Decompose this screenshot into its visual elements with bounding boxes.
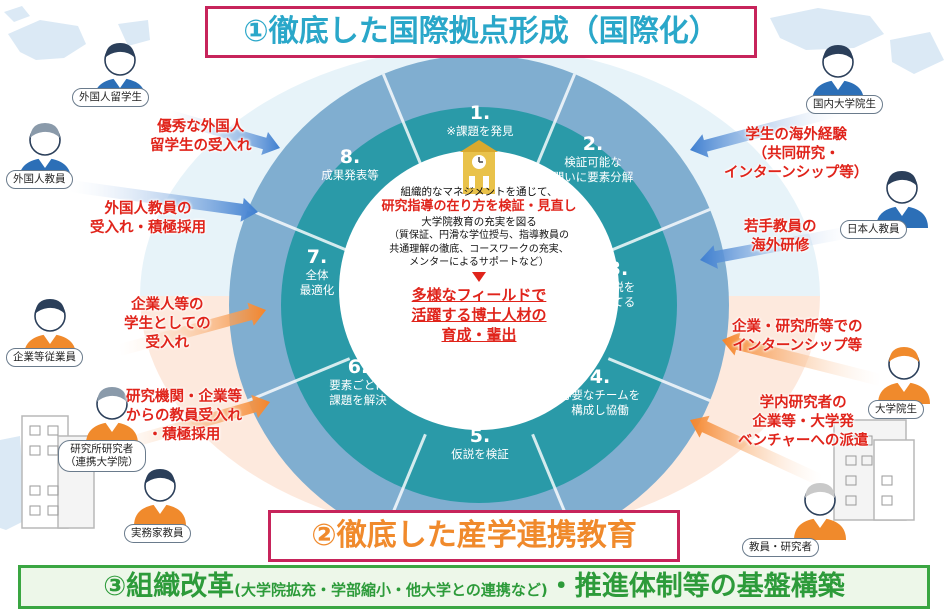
step-5: 5.仮説を検証 [451, 425, 509, 461]
center-line-3: 大学院教育の充実を図る [421, 216, 537, 228]
arrow-japanese-faculty-out [700, 226, 852, 269]
label-faculty-researcher: 教員・研究者 [742, 538, 819, 557]
arrow-foreign-student-in [168, 110, 280, 156]
world-map-decoration [0, 6, 944, 530]
label-institute-researcher: 研究所研究者 （連携大学院） [58, 440, 146, 472]
practitioner-icon [134, 469, 186, 526]
building-right-icon [833, 419, 915, 521]
wheel-divider [247, 207, 351, 253]
label-japanese-faculty: 日本人教員 [840, 220, 907, 239]
faculty-icon [794, 483, 846, 540]
label-domestic-grad: 国内大学院生 [806, 95, 883, 114]
arrow-grad-student-out [722, 332, 882, 386]
flow-arrows [69, 104, 882, 486]
center-line-4: （質保証、円滑な学位授与、指導教員の 共通理解の徹底、コースワークの充実、 メン… [389, 230, 569, 268]
step-3: 3.仮説を 立てる [600, 258, 636, 309]
center-core [339, 150, 619, 430]
annotation-internship: 企業・研究所等での インターンシップ等 [732, 319, 863, 354]
bar-main: ③組織改革 [103, 571, 235, 602]
center-line-2: 研究指導の在り方を検証・見直し [381, 199, 577, 214]
wheel-divider [607, 207, 711, 253]
annotation-dispatch: 学内研究者の 企業等・大学発 ベンチャーへの派遣 [738, 395, 869, 449]
step-1: 1.※課題を発見 [446, 102, 514, 138]
label-foreign-faculty: 外国人教員 [6, 170, 73, 189]
center-result: 多様なフィールドで 活躍する博士人材の 育成・輩出 [411, 285, 547, 344]
university-tower-icon [460, 140, 498, 194]
label-company-employee: 企業等従業員 [6, 348, 83, 367]
wheel-divider [607, 357, 711, 403]
step-6: 6.要素ごとに 課題を解決 [329, 356, 387, 407]
arrow-company-staff-in [118, 302, 267, 356]
annotation-overseas-experience: 学生の海外経験 （共同研究・ インターンシップ等） [724, 127, 869, 181]
title-internationalization: ①徹底した国際拠点形成（国際化） [205, 6, 757, 58]
center-text: 組織的なマネジメントを通じて、 研究指導の在り方を検証・見直し 大学院教育の充実… [354, 185, 604, 345]
annotation-foreign-faculty: 外国人教員の 受入れ・積極採用 [90, 201, 206, 236]
label-grad-student: 大学院生 [868, 400, 924, 419]
annotation-research-institute: 研究機関・企業等 からの教員受入れ ・積極採用 [126, 389, 242, 443]
annotation-company-staff: 企業人等の 学生としての 受入れ [124, 297, 211, 351]
building-left-icon [21, 415, 95, 529]
female-student-icon [812, 45, 864, 102]
step-4: 4.必要なチームを 構成し協働 [559, 366, 641, 417]
bottom-bar-organizational-reform: ③組織改革(大学院拡充・学部縮小・他大学との連携など)・推進体制等の基盤構築 [18, 565, 930, 609]
label-practitioner-faculty: 実務家教員 [124, 524, 191, 543]
center-line-1: 組織的なマネジメントを通じて、 [400, 186, 558, 198]
bar-sub: (大学院拡充・学部縮小・他大学との連携など) [234, 581, 548, 599]
arrow-researcher-in [108, 394, 270, 454]
step-7: 7.全体 最適化 [299, 246, 335, 297]
researcher-icon [86, 387, 138, 444]
annotation-foreign-students: 優秀な外国人 留学生の受入れ [150, 119, 252, 154]
down-triangle-icon [472, 271, 486, 282]
wheel-divider [247, 357, 351, 403]
label-foreign-student: 外国人留学生 [72, 88, 149, 107]
arrow-faculty-out [690, 415, 823, 486]
annotation-young-faculty: 若手教員の 海外研修 [744, 219, 817, 254]
step-2: 2.検証可能な 問いに要素分解 [552, 133, 634, 184]
bar-tail: ・推進体制等の基盤構築 [547, 571, 845, 602]
title-industry-academia: ②徹底した産学連携教育 [268, 510, 680, 562]
wheel-divider [531, 73, 577, 177]
step-8: 8.成果発表等 [321, 146, 379, 182]
grad-student-icon [878, 347, 930, 404]
arrow-domestic-grad-out [690, 104, 842, 158]
wheel-divider [381, 73, 427, 177]
arrow-foreign-faculty-in [69, 180, 258, 222]
people-icons [19, 43, 930, 540]
